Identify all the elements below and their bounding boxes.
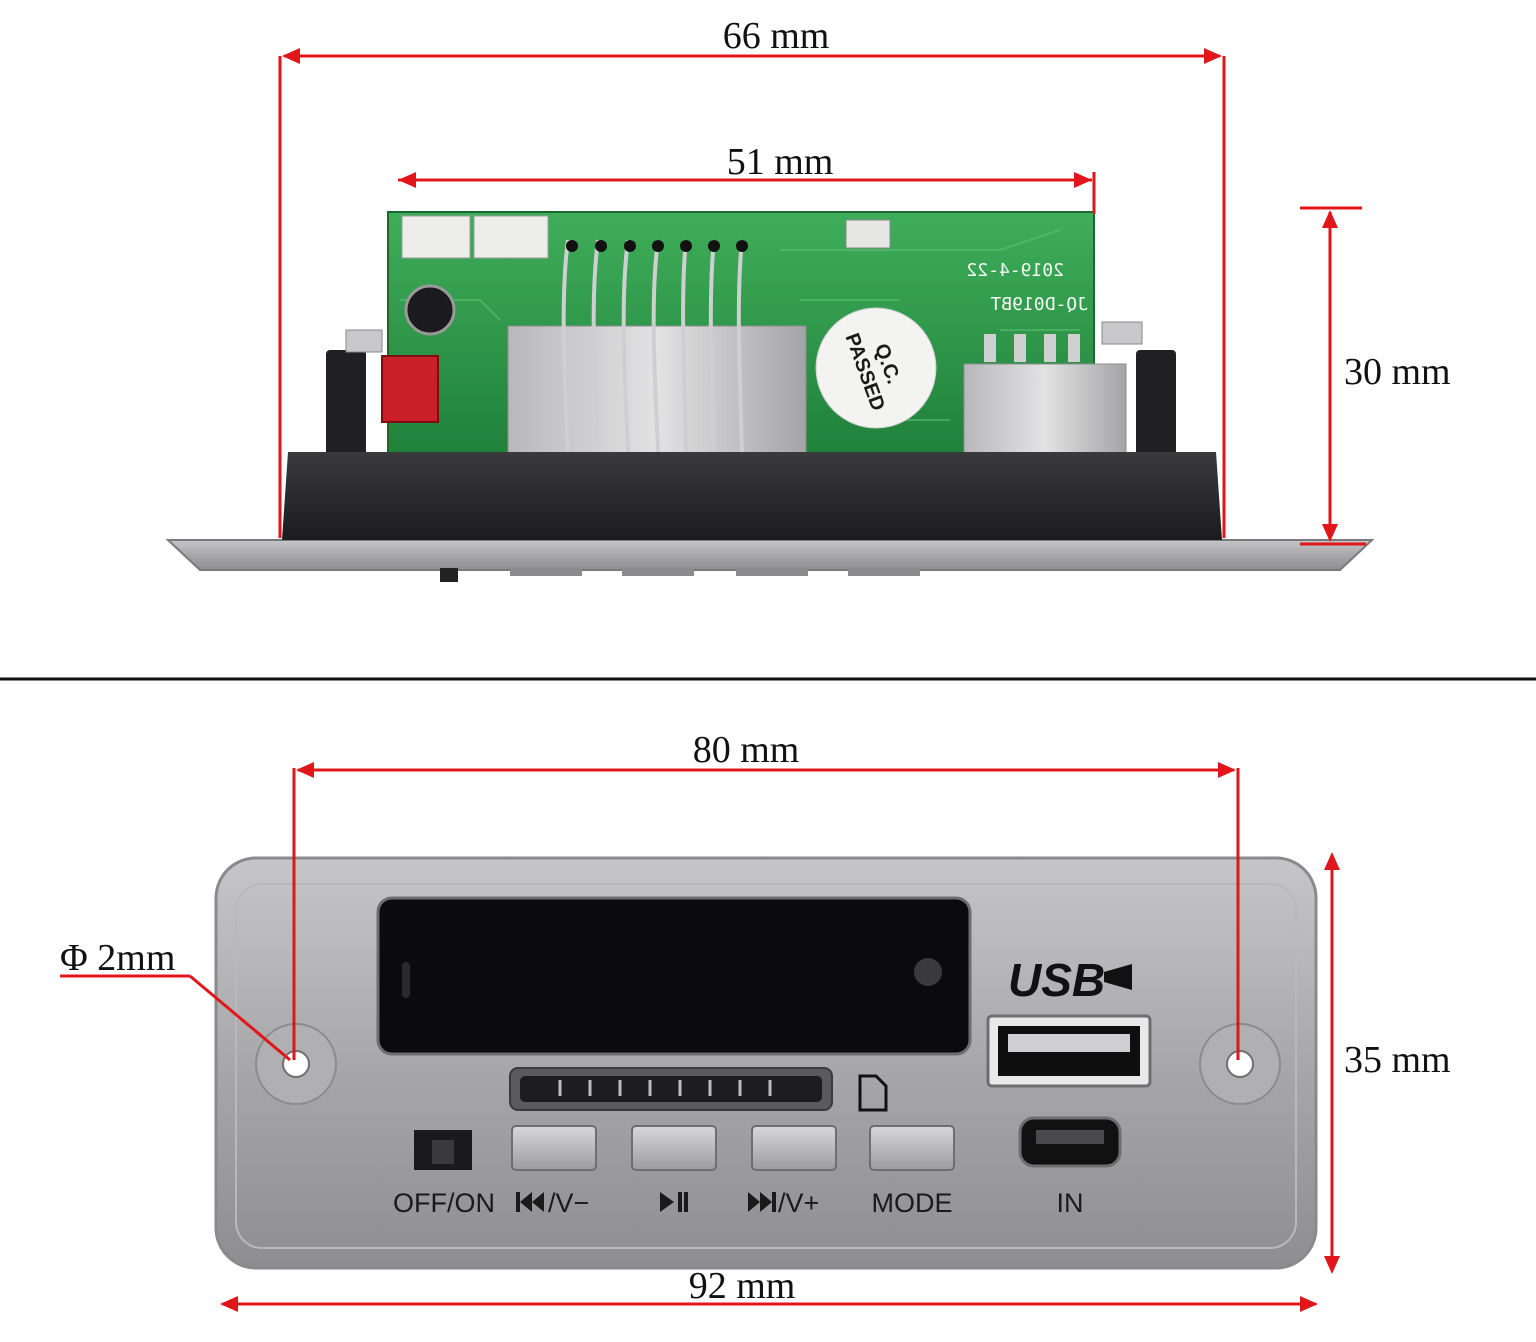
- next-icon: [748, 1192, 776, 1212]
- dimension-label-35mm: 35 mm: [1344, 1039, 1451, 1081]
- hole-diameter-label: Φ 2mm: [60, 937, 175, 979]
- dimension-30mm: [1300, 206, 1366, 546]
- dimension-51mm: [398, 172, 1096, 214]
- connector-2: [473, 215, 549, 259]
- dimension-66mm: [278, 48, 1226, 538]
- play-pause-icon: [660, 1192, 688, 1212]
- hole-diameter-leader: [60, 974, 291, 1062]
- dimension-80mm: [292, 762, 1240, 1060]
- prev-vol-down-button[interactable]: [511, 1125, 597, 1171]
- mounting-hole-left: [255, 1023, 337, 1105]
- label-mode: MODE: [872, 1188, 953, 1218]
- left-mount-post: [326, 350, 366, 460]
- front-bezel-top: [282, 452, 1222, 540]
- mode-button[interactable]: [869, 1125, 955, 1171]
- label-prev-vol-down: /V−: [548, 1188, 589, 1218]
- prev-icon: [516, 1192, 544, 1212]
- pcb-model-marking: JQ-D019BT: [990, 294, 1088, 315]
- power-switch[interactable]: [414, 1130, 472, 1170]
- top-view: 2019-4-22 JQ-D019BT Q.C. PASSED 66 mm: [165, 15, 1451, 582]
- qc-passed-sticker: Q.C. PASSED: [815, 307, 937, 429]
- label-in: IN: [1057, 1188, 1084, 1218]
- mounting-hole-right: [1199, 1023, 1281, 1105]
- usb-port-top: [963, 363, 1127, 457]
- display-window: [376, 896, 972, 1056]
- label-next-vol-up: /V+: [778, 1188, 819, 1218]
- usb-logo: USB: [1008, 954, 1105, 1006]
- dimension-35mm: [1324, 852, 1340, 1274]
- dimension-label-80mm: 80 mm: [693, 729, 800, 771]
- label-off-on: OFF/ON: [393, 1188, 495, 1218]
- front-view: USB OFF/ON /V−: [60, 729, 1451, 1312]
- connector-1: [401, 215, 471, 259]
- right-mount-post: [1136, 350, 1176, 460]
- usb-port[interactable]: [986, 1014, 1152, 1088]
- capacitor: [404, 284, 456, 336]
- dimension-label-51mm: 51 mm: [727, 141, 834, 183]
- pcb-date-marking: 2019-4-22: [966, 260, 1064, 281]
- dimension-92mm: [220, 1296, 1318, 1312]
- ir-sensor: [914, 958, 942, 986]
- red-connector: [381, 355, 439, 423]
- dimension-label-66mm: 66 mm: [723, 15, 830, 57]
- next-vol-up-button[interactable]: [751, 1125, 837, 1171]
- faceplate-edge: [165, 539, 1375, 571]
- usb-plug-icon: [1104, 964, 1132, 990]
- play-pause-button[interactable]: [631, 1125, 717, 1171]
- dimension-label-30mm: 30 mm: [1344, 351, 1451, 393]
- mini-usb-in-port[interactable]: [1018, 1116, 1122, 1168]
- dimension-label-92mm: 92 mm: [689, 1265, 796, 1307]
- switch-nub: [440, 568, 458, 582]
- sd-card-icon: [858, 1074, 888, 1112]
